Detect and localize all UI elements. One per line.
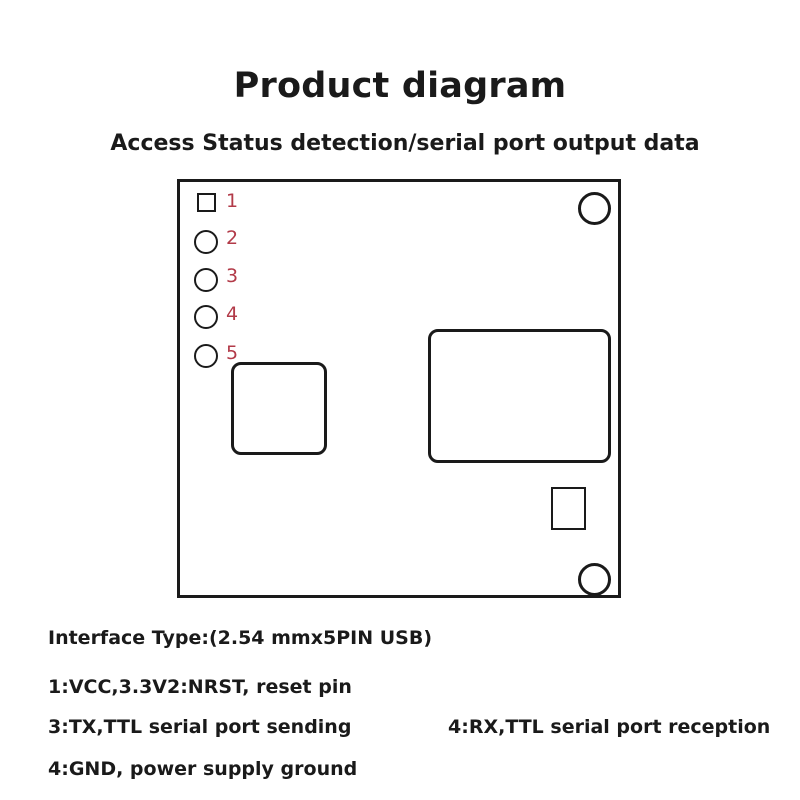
circuit-board-outline [177,179,621,598]
pin-4-round-pad [194,305,218,329]
bottom-right-mounting-hole [578,563,611,596]
pin-5-label: 5 [226,342,239,364]
interface-type-text: Interface Type:(2.54 mmx5PIN USB) [48,627,432,649]
diagram-title: Product diagram [233,66,567,106]
pin-1-2-description: 1:VCC,3.3V2:NRST, reset pin [48,676,352,698]
pin-3-label: 3 [226,265,239,287]
pin-5-round-pad [194,344,218,368]
pin-1-square-pad [197,193,216,212]
top-right-mounting-hole [578,192,611,225]
pin-3-round-pad [194,268,218,292]
small-chip-component [231,362,327,455]
pin-4-label: 4 [226,303,239,325]
pin-1-label: 1 [226,190,239,212]
pin-4-gnd-description: 4:GND, power supply ground [48,758,358,780]
pin-2-label: 2 [226,227,239,249]
small-rectangular-component [551,487,586,530]
diagram-subtitle: Access Status detection/serial port outp… [110,131,700,156]
pin-3-description: 3:TX,TTL serial port sending [48,716,352,738]
large-chip-component [428,329,611,463]
pin-2-round-pad [194,230,218,254]
pin-4-rx-description: 4:RX,TTL serial port reception [448,716,771,738]
